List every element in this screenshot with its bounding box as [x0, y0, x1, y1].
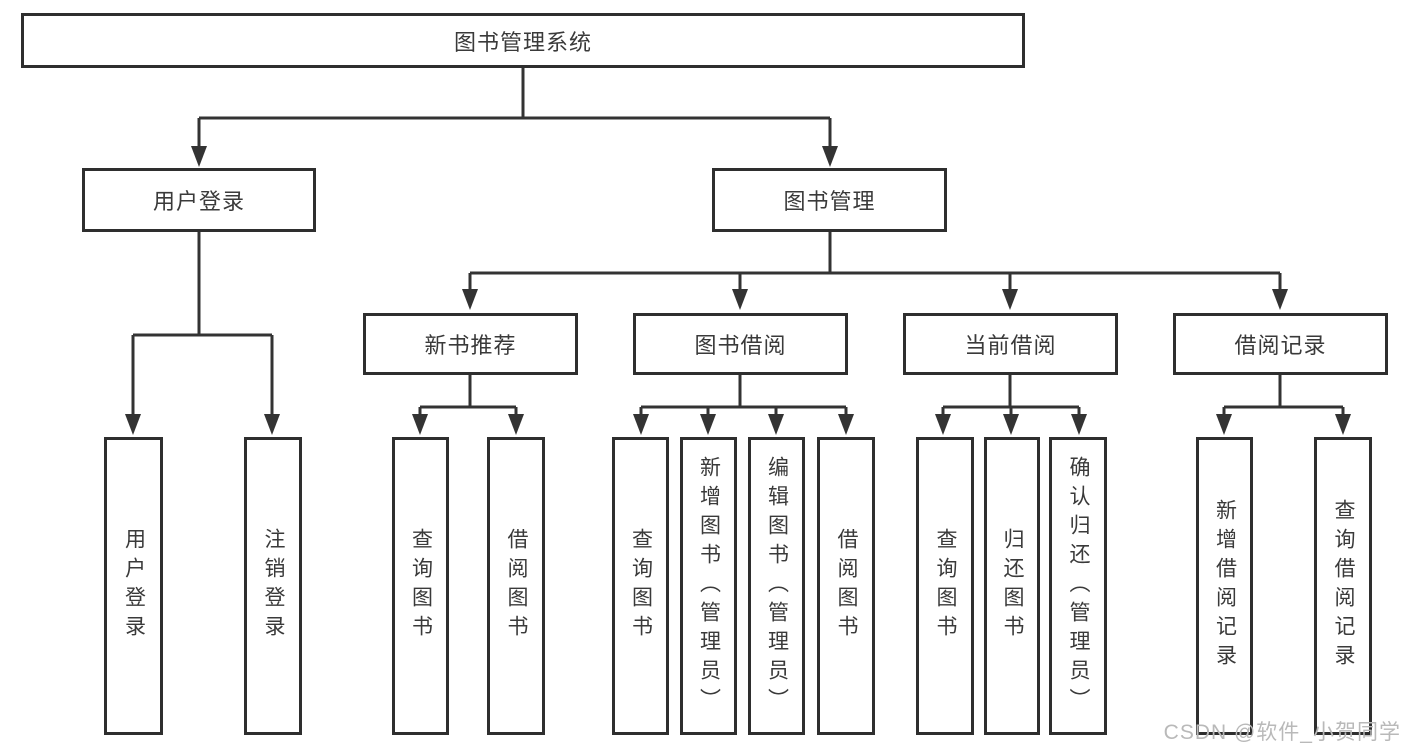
leaf-logout: 注销登录 [244, 437, 302, 735]
leaf-user-login: 用户登录 [104, 437, 163, 735]
leaf-current-confirm-return-admin: 确认归还（管理员） [1049, 437, 1107, 735]
leaf-current-return-books: 归还图书 [984, 437, 1040, 735]
node-book-borrow: 图书借阅 [633, 313, 848, 375]
leaf-borrow-edit-books-admin: 编辑图书（管理员） [748, 437, 805, 735]
node-current-borrow: 当前借阅 [903, 313, 1118, 375]
node-new-book-recommend: 新书推荐 [363, 313, 578, 375]
leaf-borrow-borrow-books: 借阅图书 [817, 437, 875, 735]
leaf-records-add-record: 新增借阅记录 [1196, 437, 1253, 735]
leaf-current-query-books: 查询图书 [916, 437, 974, 735]
leaf-records-query-record: 查询借阅记录 [1314, 437, 1372, 735]
node-user-login: 用户登录 [82, 168, 316, 232]
node-library-management-system: 图书管理系统 [21, 13, 1025, 68]
node-borrow-records: 借阅记录 [1173, 313, 1388, 375]
leaf-newbooks-borrow-books: 借阅图书 [487, 437, 545, 735]
node-book-management: 图书管理 [712, 168, 947, 232]
csdn-watermark: CSDN @软件_小贺同学 [1163, 721, 1401, 744]
leaf-borrow-add-books-admin: 新增图书（管理员） [680, 437, 737, 735]
leaf-newbooks-query-books: 查询图书 [392, 437, 449, 735]
leaf-borrow-query-books: 查询图书 [612, 437, 669, 735]
connector-edges [131, 68, 1345, 415]
connector-arrowheads [125, 146, 1351, 435]
